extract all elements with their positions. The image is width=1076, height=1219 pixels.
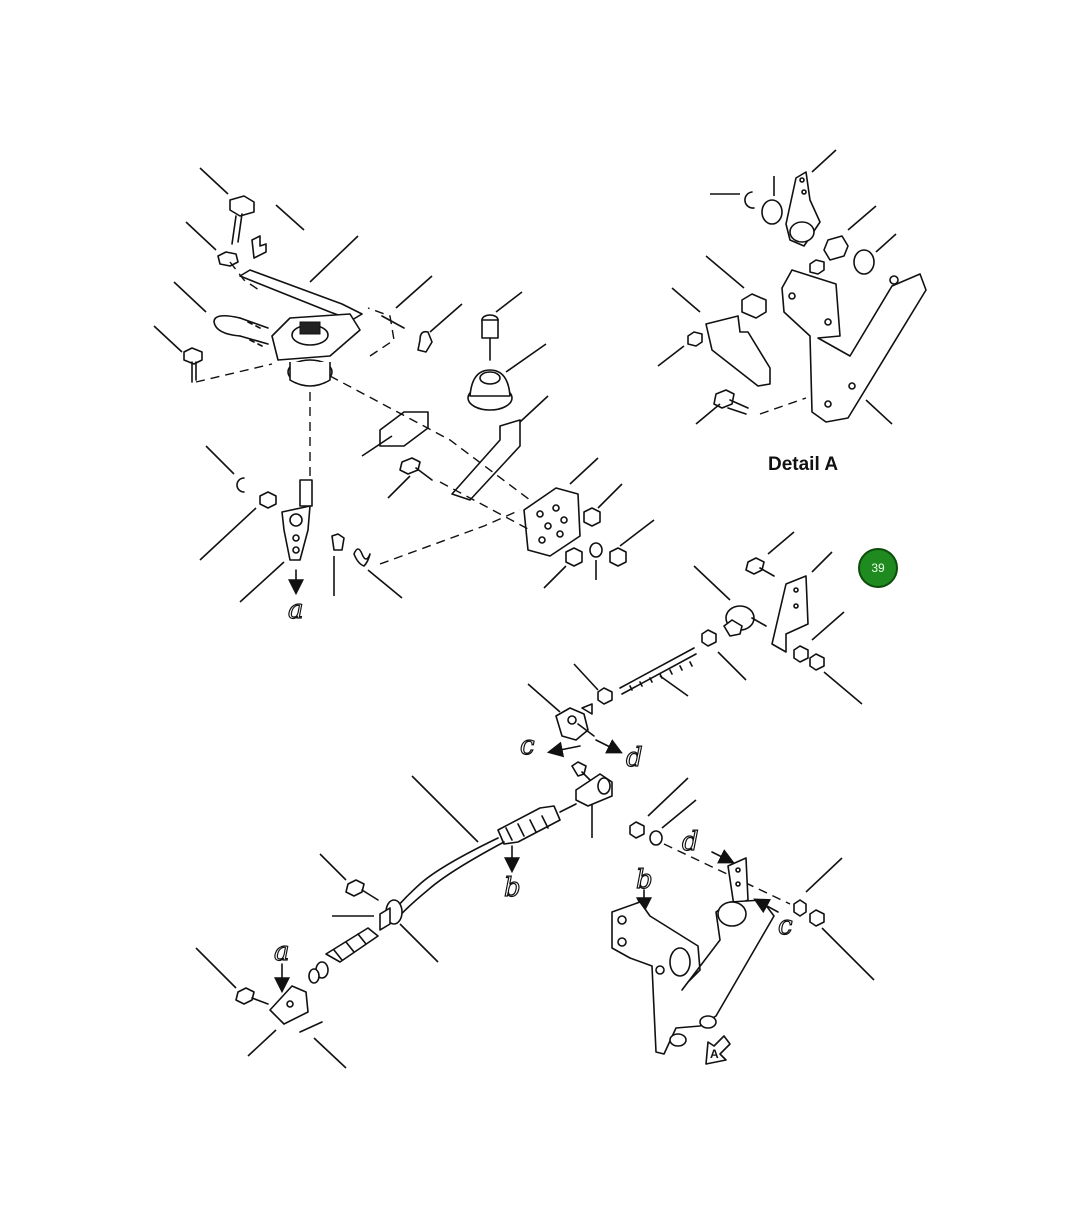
ball-joint-icon — [723, 605, 767, 637]
nut-icon — [809, 909, 825, 927]
bushing-icon — [259, 491, 277, 509]
cable-end-block — [269, 985, 309, 1025]
cable-clamp-icon — [379, 899, 403, 931]
callout-a-top: a — [288, 595, 304, 625]
bolt-icon — [345, 879, 379, 901]
callout-c-top: c — [520, 731, 535, 761]
callout-b-bottom: b — [636, 865, 653, 895]
clip-icon — [251, 235, 267, 259]
nut-icon — [629, 821, 645, 839]
clevis-pin-icon — [481, 314, 499, 361]
cable-end-fitting — [497, 803, 577, 845]
callout-b-top: b — [504, 873, 521, 903]
bolt-icon — [399, 457, 433, 481]
nut-icon — [701, 629, 717, 647]
spring-sleeve-icon — [308, 927, 379, 984]
page-number-text: 39 — [871, 561, 885, 575]
bushing-icon — [823, 235, 849, 261]
detail-a-ref-text: A — [710, 1047, 719, 1061]
detail-a-label: Detail A — [768, 454, 838, 475]
bolt-icon — [235, 987, 269, 1005]
pin-icon — [381, 315, 405, 329]
lever-arm-lower — [611, 899, 775, 1055]
bolt-icon — [745, 557, 775, 577]
sleeve-icon — [575, 773, 613, 807]
washer-icon — [589, 542, 603, 558]
detail-a-assembly: Detail A — [657, 149, 927, 475]
spring-icon — [353, 548, 371, 567]
rubber-boot-icon — [467, 369, 513, 411]
detail-a-reference-arrow[interactable]: A — [705, 1035, 731, 1065]
callout-c-bottom: c — [778, 911, 793, 941]
washer-icon — [793, 899, 807, 917]
pedal-assembly: a — [153, 167, 655, 626]
nut-icon — [217, 251, 239, 267]
washer-icon — [853, 249, 875, 275]
bolt-icon — [229, 195, 255, 245]
pedal-base — [271, 313, 361, 387]
rod-end-bracket — [771, 575, 809, 653]
bolt-icon — [713, 389, 749, 415]
retaining-ring-icon — [236, 477, 245, 493]
retaining-ring-icon — [744, 191, 755, 209]
support-plate — [705, 315, 771, 387]
washer-icon — [793, 645, 809, 663]
spacer-icon — [741, 293, 767, 319]
spring-clip-icon — [417, 330, 433, 353]
clamp-icon — [379, 411, 429, 447]
screw-icon — [331, 533, 345, 551]
swivel-joint-icon — [555, 703, 595, 741]
bolt-icon — [183, 347, 203, 383]
nut-icon — [609, 547, 627, 567]
cotter-pin-icon — [299, 1021, 323, 1033]
lower-lever-assembly: d b c A — [611, 777, 875, 1065]
callout-d-bottom: d — [682, 827, 699, 857]
nut-icon — [687, 331, 703, 347]
nut-icon — [583, 507, 601, 527]
nut-icon — [597, 687, 613, 705]
nut-icon — [809, 259, 825, 275]
link-arm-icon — [785, 171, 821, 247]
pedal-pad — [239, 269, 363, 321]
callout-a-bottom: a — [274, 937, 290, 967]
lever-link-plate — [727, 857, 749, 907]
linkage-rod-assembly: c d — [519, 531, 863, 838]
threaded-rod-icon — [619, 647, 697, 695]
nut-icon — [565, 547, 583, 567]
washer-icon — [649, 830, 663, 846]
page-number-badge: 39 — [858, 548, 898, 588]
throttle-cable-assembly: b a — [195, 775, 577, 1069]
lever-arm — [281, 479, 313, 561]
mounting-plate — [523, 487, 581, 557]
nut-icon — [809, 653, 825, 671]
callout-d-top: d — [626, 743, 643, 773]
washer-icon — [761, 199, 783, 225]
main-bracket — [781, 269, 927, 423]
bracket-icon — [451, 419, 521, 501]
u-bolt-icon — [213, 314, 269, 347]
